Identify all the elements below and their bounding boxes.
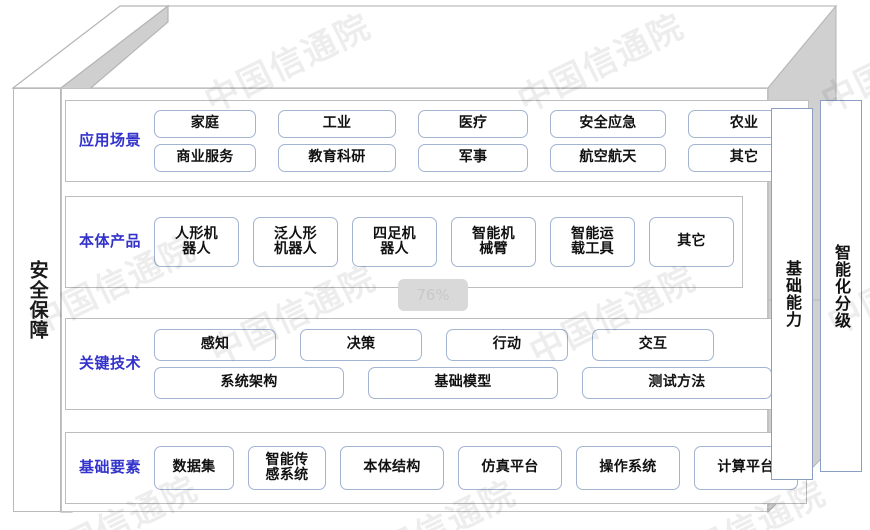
box-row: 系统架构基础模型测试方法 [154, 367, 772, 399]
layer-application-scenarios: 应用场景 家庭工业医疗安全应急农业商业服务教育科研军事航空航天其它 [65, 100, 809, 182]
node-box[interactable]: 医疗 [418, 110, 528, 138]
layer-label-application-scenarios: 应用场景 [78, 131, 141, 150]
right-panel-base-capability: 基础能力 [771, 108, 813, 480]
node-box[interactable]: 决策 [300, 329, 422, 361]
node-box[interactable]: 安全应急 [550, 110, 666, 138]
node-box[interactable]: 人形机器人 [154, 217, 239, 267]
node-box[interactable]: 军事 [418, 144, 528, 172]
node-box[interactable]: 四足机器人 [352, 217, 437, 267]
node-box[interactable]: 家庭 [154, 110, 256, 138]
layer-label-key-technologies: 关键技术 [78, 354, 141, 373]
node-box[interactable]: 航空航天 [550, 144, 666, 172]
box-row: 商业服务教育科研军事航空航天其它 [154, 144, 800, 172]
box-row: 家庭工业医疗安全应急农业 [154, 110, 800, 138]
node-box[interactable]: 仿真平台 [458, 446, 562, 490]
box-row: 人形机器人泛人形机器人四足机器人智能机械臂智能运载工具其它 [154, 217, 734, 267]
node-box[interactable]: 教育科研 [278, 144, 396, 172]
node-box[interactable]: 交互 [592, 329, 714, 361]
layer-key-technologies: 关键技术 感知决策行动交互系统架构基础模型测试方法 [65, 318, 781, 410]
layer-boxes-body-products: 人形机器人泛人形机器人四足机器人智能机械臂智能运载工具其它 [154, 217, 742, 267]
box-row: 数据集智能传感系统本体结构仿真平台操作系统计算平台 [154, 446, 798, 490]
overlay-percent-badge: 76% [398, 279, 468, 311]
node-box[interactable]: 智能机械臂 [451, 217, 536, 267]
layer-boxes-key-technologies: 感知决策行动交互系统架构基础模型测试方法 [154, 329, 780, 399]
body-top-face [59, 5, 838, 89]
layer-label-foundation-elements: 基础要素 [78, 458, 141, 477]
layer-boxes-foundation-elements: 数据集智能传感系统本体结构仿真平台操作系统计算平台 [154, 446, 806, 490]
node-box[interactable]: 工业 [278, 110, 396, 138]
left-pillar-front-face [13, 88, 61, 512]
node-box[interactable]: 智能传感系统 [248, 446, 326, 490]
layer-label-body-products: 本体产品 [78, 232, 141, 251]
node-box[interactable]: 系统架构 [154, 367, 344, 399]
node-box[interactable]: 其它 [649, 217, 734, 267]
layer-body-products: 本体产品 人形机器人泛人形机器人四足机器人智能机械臂智能运载工具其它 [65, 196, 743, 288]
node-box[interactable]: 数据集 [154, 446, 234, 490]
node-box[interactable]: 商业服务 [154, 144, 256, 172]
node-box[interactable]: 泛人形机器人 [253, 217, 338, 267]
left-pillar-label: 安全保障 [26, 260, 49, 340]
layer-boxes-application-scenarios: 家庭工业医疗安全应急农业商业服务教育科研军事航空航天其它 [154, 110, 808, 172]
node-box[interactable]: 感知 [154, 329, 276, 361]
node-box[interactable]: 操作系统 [576, 446, 680, 490]
node-box[interactable]: 智能运载工具 [550, 217, 635, 267]
node-box[interactable]: 基础模型 [368, 367, 558, 399]
node-box[interactable]: 行动 [446, 329, 568, 361]
node-box[interactable]: 测试方法 [582, 367, 772, 399]
right-panel-intelligence-grading: 智能化分级 [820, 100, 862, 472]
box-row: 感知决策行动交互 [154, 329, 772, 361]
left-pillar-top-face [11, 5, 170, 89]
node-box[interactable]: 本体结构 [340, 446, 444, 490]
layer-foundation-elements: 基础要素 数据集智能传感系统本体结构仿真平台操作系统计算平台 [65, 432, 807, 504]
